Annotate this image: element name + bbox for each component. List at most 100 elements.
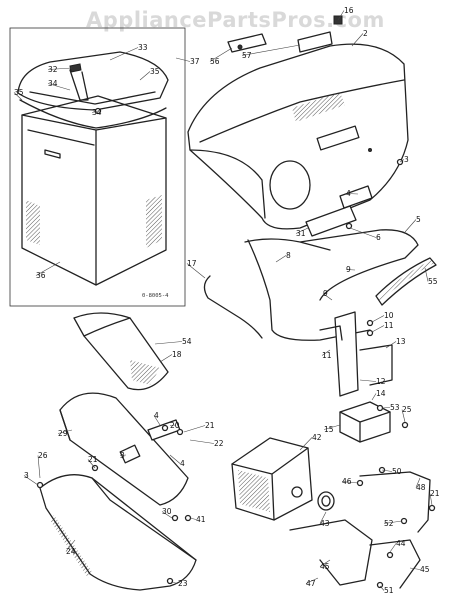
callout-leader-21 (87, 459, 96, 469)
callout-leader-37 (175, 57, 191, 62)
callout-leader-55 (424, 267, 429, 282)
callout-22: 22 (214, 439, 224, 448)
callout-leader-20 (169, 424, 177, 426)
latch-pin (237, 44, 243, 50)
callout-leader-4 (153, 415, 161, 426)
callout-leader-23 (170, 581, 179, 584)
bolt-51 (376, 581, 384, 589)
callout-37: 37 (190, 57, 200, 66)
callout-leader-33 (109, 47, 139, 61)
hitch-frame (369, 539, 421, 589)
latch-bracket-57 (297, 31, 333, 53)
bolt-46 (356, 479, 364, 487)
callout-11: 11 (384, 321, 394, 330)
callout-leader-44 (389, 543, 397, 553)
bracket-31 (305, 205, 357, 237)
callout-4: 4 (180, 459, 185, 468)
bracket-upper (339, 185, 373, 209)
grass-bag-assembly: 0-8005-4 (9, 27, 186, 307)
callout-leader-3 (399, 159, 405, 163)
callout-leader-12 (359, 379, 377, 382)
callout-leader-56 (209, 47, 233, 62)
callout-leader-57 (241, 44, 301, 56)
callout-10: 10 (384, 311, 394, 320)
callout-leader-4 (345, 193, 359, 195)
rod-13 (359, 344, 393, 386)
callout-leader-22 (189, 439, 215, 444)
callout-leader-35 (139, 71, 151, 81)
washer-30 (171, 514, 179, 522)
callout-56: 56 (210, 57, 220, 66)
callout-leader-16 (337, 10, 345, 21)
callout-leader-52 (383, 520, 403, 524)
callout-34: 34 (48, 79, 58, 88)
screw-23 (166, 577, 174, 585)
weight-hole (291, 486, 303, 498)
callout-48: 48 (416, 483, 426, 492)
callout-leader-11 (321, 349, 331, 356)
callout-5: 5 (416, 215, 421, 224)
callout-leader-45 (319, 559, 331, 567)
callout-44: 44 (396, 539, 406, 548)
callout-15: 15 (324, 425, 334, 434)
callout-leader-13 (385, 341, 397, 349)
nut-10 (366, 319, 374, 327)
screw-6 (345, 222, 353, 230)
bag-handle (44, 149, 61, 159)
callout-leader-18 (159, 354, 173, 363)
callout-57: 57 (242, 51, 252, 60)
frame-assembly (203, 158, 437, 443)
latch-56 (227, 33, 267, 53)
callout-leader-47 (305, 577, 319, 584)
callout-leader-24 (65, 539, 76, 552)
spring-coils (378, 260, 434, 301)
callout-4: 4 (154, 411, 159, 420)
callout-leader-21 (183, 425, 206, 433)
callout-21: 21 (430, 489, 440, 498)
callout-leader-34 (47, 83, 71, 91)
callout-leader-35 (13, 92, 23, 101)
callout-33: 33 (138, 43, 148, 52)
nut-41 (184, 514, 192, 522)
callout-21: 21 (88, 455, 98, 464)
callout-leader-31 (295, 227, 309, 234)
bolt-25 (401, 421, 409, 429)
chute-tube-mouth (59, 409, 71, 441)
nut-21 (176, 428, 184, 436)
callout-leader-46 (341, 481, 359, 484)
weight-42-shade (238, 470, 270, 512)
callout-leader-4 (169, 454, 181, 464)
callout-43: 43 (320, 519, 330, 528)
washer-11 (366, 329, 374, 337)
hood-side-edge (189, 149, 266, 219)
washer-44 (386, 551, 394, 559)
callout-13: 13 (396, 337, 406, 346)
callout-9: 9 (346, 265, 351, 274)
callout-leader-26 (37, 455, 41, 479)
tube-17 (203, 275, 263, 339)
bag-rod-35 (19, 99, 167, 129)
callout-leader-9 (345, 269, 356, 271)
callout-46: 46 (342, 477, 352, 486)
callout-leader-11 (371, 325, 385, 333)
weight-hitch-assembly (231, 437, 436, 589)
chute-deflector-24 (39, 474, 197, 591)
callout-41: 41 (196, 515, 206, 524)
callout-35: 35 (150, 67, 160, 76)
callout-4: 4 (346, 189, 351, 198)
callout-12: 12 (376, 377, 386, 386)
callout-leader-3 (23, 475, 39, 486)
callout-leader-48 (415, 477, 421, 488)
callout-leader-8 (275, 255, 287, 263)
callout-leader-17 (186, 263, 206, 279)
callout-leader-10 (371, 315, 385, 323)
callout-9: 9 (323, 289, 328, 298)
post-12 (334, 311, 359, 397)
callout-leader-14 (371, 393, 377, 401)
callout-leader-43 (319, 511, 327, 524)
bag-mesh-left (26, 200, 40, 245)
callout-leader-34 (91, 110, 99, 113)
callout-35: 35 (14, 88, 24, 97)
callout-23: 23 (178, 579, 188, 588)
